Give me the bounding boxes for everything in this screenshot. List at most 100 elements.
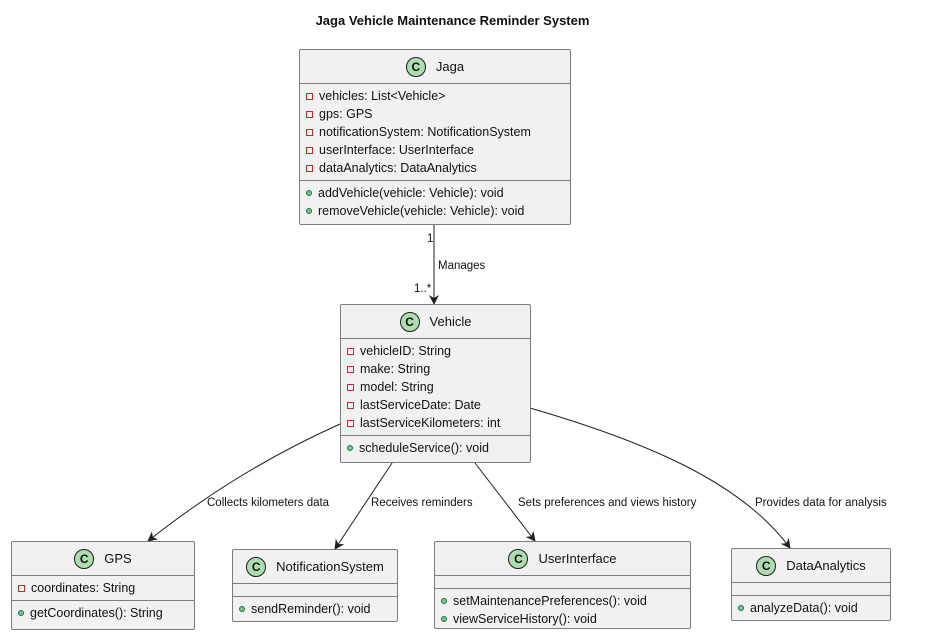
public-visibility-icon <box>306 208 312 214</box>
class-vehicle[interactable]: C Vehicle vehicleID: String make: String mod… <box>340 304 531 463</box>
attribute-row: model: String <box>347 378 530 396</box>
attributes-section: vehicleID: String make: String model: Stri… <box>341 339 530 436</box>
edge-sets <box>474 462 536 542</box>
manages-source-multiplicity: 1 <box>427 233 434 245</box>
method-row: scheduleService(): void <box>347 439 530 457</box>
private-visibility-icon <box>18 584 25 592</box>
method-text: scheduleService(): void <box>359 441 489 455</box>
class-data-analytics[interactable]: C DataAnalytics analyzeData(): void <box>731 548 891 621</box>
attribute-text: coordinates: String <box>31 581 136 595</box>
class-name: DataAnalytics <box>786 557 866 573</box>
private-visibility-icon <box>306 128 313 136</box>
provides-label: Provides data for analysis <box>755 497 887 509</box>
private-visibility-icon <box>306 110 313 118</box>
attributes-section: coordinates: String <box>12 576 194 601</box>
method-row: addVehicle(vehicle: Vehicle): void <box>306 184 570 202</box>
attribute-text: notificationSystem: NotificationSystem <box>319 125 531 139</box>
method-text: removeVehicle(vehicle: Vehicle): void <box>318 204 525 218</box>
attributes-section <box>435 576 690 589</box>
methods-section: scheduleService(): void <box>341 436 530 460</box>
methods-section: sendReminder(): void <box>233 597 397 621</box>
private-visibility-icon <box>347 347 354 355</box>
sets-label: Sets preferences and views history <box>518 497 697 509</box>
method-text: analyzeData(): void <box>750 601 858 615</box>
attribute-text: vehicles: List<Vehicle> <box>319 89 446 103</box>
private-visibility-icon <box>347 383 354 391</box>
edge-provides <box>529 407 791 549</box>
class-name: Jaga <box>435 58 465 74</box>
class-gps[interactable]: C GPS coordinates: String getCoordinates():… <box>11 541 195 630</box>
attribute-text: lastServiceKilometers: int <box>360 416 501 430</box>
method-text: getCoordinates(): String <box>30 606 163 620</box>
attribute-text: userInterface: UserInterface <box>319 143 474 157</box>
edge-collects <box>147 423 341 542</box>
attributes-section: vehicles: List<Vehicle> gps: GPS notificat… <box>300 84 570 181</box>
class-header: C Jaga <box>300 50 570 84</box>
class-name: UserInterface <box>538 550 617 566</box>
attribute-text: lastServiceDate: Date <box>360 398 481 412</box>
attributes-section <box>233 584 397 597</box>
attribute-row: notificationSystem: NotificationSystem <box>306 123 570 141</box>
attribute-row: lastServiceKilometers: int <box>347 414 530 432</box>
private-visibility-icon <box>347 365 354 373</box>
methods-section: getCoordinates(): String <box>12 601 194 625</box>
attribute-row: vehicleID: String <box>347 342 530 360</box>
methods-section: addVehicle(vehicle: Vehicle): void remove… <box>300 181 570 223</box>
class-notification-system[interactable]: C NotificationSystem sendReminder(): void <box>232 549 398 622</box>
class-stereotype-icon: C <box>508 548 529 569</box>
attribute-row: userInterface: UserInterface <box>306 141 570 159</box>
diagram-title: Jaga Vehicle Maintenance Reminder System <box>315 13 590 28</box>
class-stereotype-icon: C <box>399 311 420 332</box>
attribute-row: gps: GPS <box>306 105 570 123</box>
public-visibility-icon <box>738 605 744 611</box>
method-text: viewServiceHistory(): void <box>453 612 597 626</box>
method-row: sendReminder(): void <box>239 600 397 618</box>
class-stereotype-icon: C <box>756 555 777 576</box>
class-user-interface[interactable]: C UserInterface setMaintenancePreferences(… <box>434 541 691 629</box>
public-visibility-icon <box>441 616 447 622</box>
private-visibility-icon <box>306 92 313 100</box>
manages-label: Manages <box>438 260 486 272</box>
method-text: setMaintenancePreferences(): void <box>453 594 647 608</box>
private-visibility-icon <box>347 419 354 427</box>
public-visibility-icon <box>441 598 447 604</box>
attribute-text: gps: GPS <box>319 107 373 121</box>
attributes-section <box>732 583 890 596</box>
attribute-text: dataAnalytics: DataAnalytics <box>319 161 477 175</box>
class-name: NotificationSystem <box>276 558 384 574</box>
attribute-text: model: String <box>360 380 434 394</box>
methods-section: analyzeData(): void <box>732 596 890 620</box>
public-visibility-icon <box>18 610 24 616</box>
method-text: addVehicle(vehicle: Vehicle): void <box>318 186 504 200</box>
private-visibility-icon <box>306 164 313 172</box>
collects-label: Collects kilometers data <box>207 497 330 509</box>
class-name: GPS <box>104 550 132 566</box>
private-visibility-icon <box>306 146 313 154</box>
class-header: C UserInterface <box>435 542 690 576</box>
method-row: getCoordinates(): String <box>18 604 194 622</box>
method-text: sendReminder(): void <box>251 602 371 616</box>
method-row: viewServiceHistory(): void <box>441 610 690 628</box>
manages-target-multiplicity: 1..* <box>414 283 432 295</box>
class-stereotype-icon: C <box>405 56 426 77</box>
class-stereotype-icon: C <box>74 548 95 569</box>
class-header: C NotificationSystem <box>233 550 397 584</box>
class-jaga[interactable]: C Jaga vehicles: List<Vehicle> gps: GPS noti… <box>299 49 571 225</box>
attribute-text: make: String <box>360 362 431 376</box>
attribute-row: lastServiceDate: Date <box>347 396 530 414</box>
class-header: C DataAnalytics <box>732 549 890 583</box>
class-header: C GPS <box>12 542 194 576</box>
edge-receives <box>334 462 393 550</box>
public-visibility-icon <box>347 445 353 451</box>
attribute-row: coordinates: String <box>18 579 194 597</box>
public-visibility-icon <box>306 190 312 196</box>
class-stereotype-icon: C <box>246 556 267 577</box>
attribute-row: make: String <box>347 360 530 378</box>
methods-section: setMaintenancePreferences(): void viewSer… <box>435 589 690 631</box>
class-name: Vehicle <box>429 313 472 329</box>
public-visibility-icon <box>239 606 245 612</box>
receives-label: Receives reminders <box>371 497 473 509</box>
method-row: analyzeData(): void <box>738 599 890 617</box>
private-visibility-icon <box>347 401 354 409</box>
